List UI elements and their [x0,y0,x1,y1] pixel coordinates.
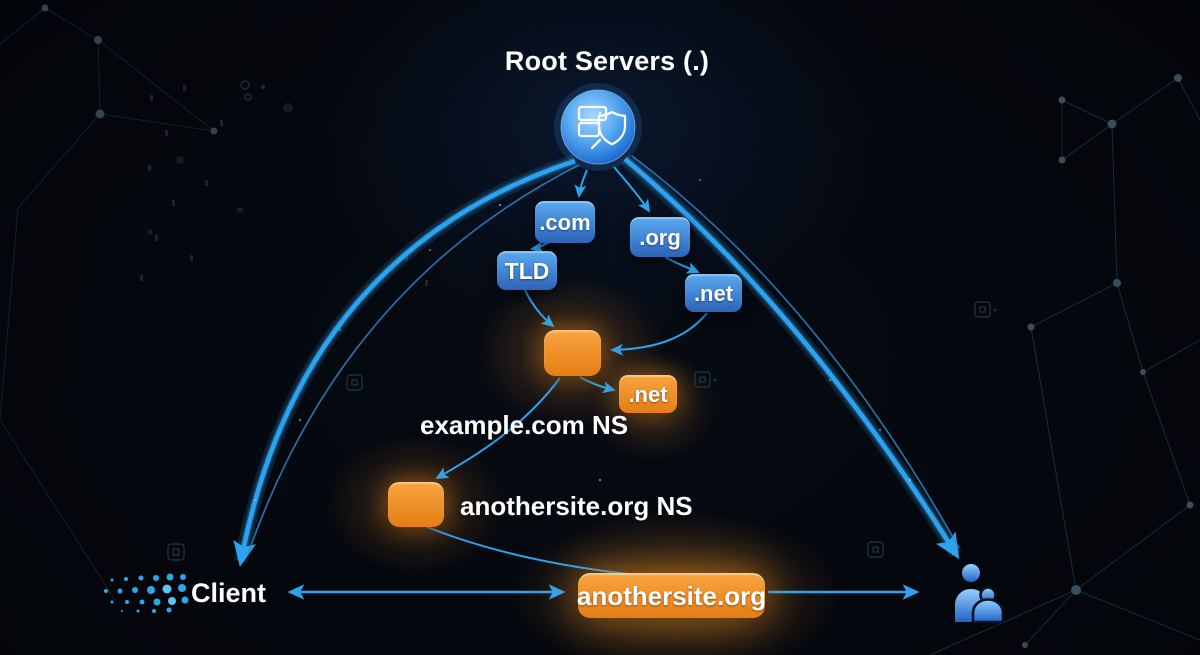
client-users-icon [955,564,1005,624]
constellation-right [929,74,1200,655]
node-example-ns-server [544,330,601,376]
node-anothersite: anothersite.org [577,573,766,618]
left-resolution-curve [233,154,580,567]
sparkles [254,179,912,501]
node-net-delegation: .net [619,375,677,413]
node-org: .org [630,217,690,257]
node-net-tld: .net [685,274,742,312]
node-tld: TLD [497,251,557,290]
right-resolution-curve [620,153,962,560]
node-anothersite-ns-server [388,482,444,527]
constellation-left [0,4,293,601]
node-com: .com [535,201,595,243]
root-server-icon [554,83,642,171]
qr-glyphs [167,80,997,561]
diagram-title: Root Servers (.) [504,46,710,76]
label-anothersite-ns: anothersite.org NS [460,491,693,521]
connector-arrows [287,166,920,600]
matrix-specks [140,85,428,286]
halftone-dots [104,573,189,613]
label-example-ns: example.com NS [420,410,629,440]
label-client: Client [191,578,267,608]
